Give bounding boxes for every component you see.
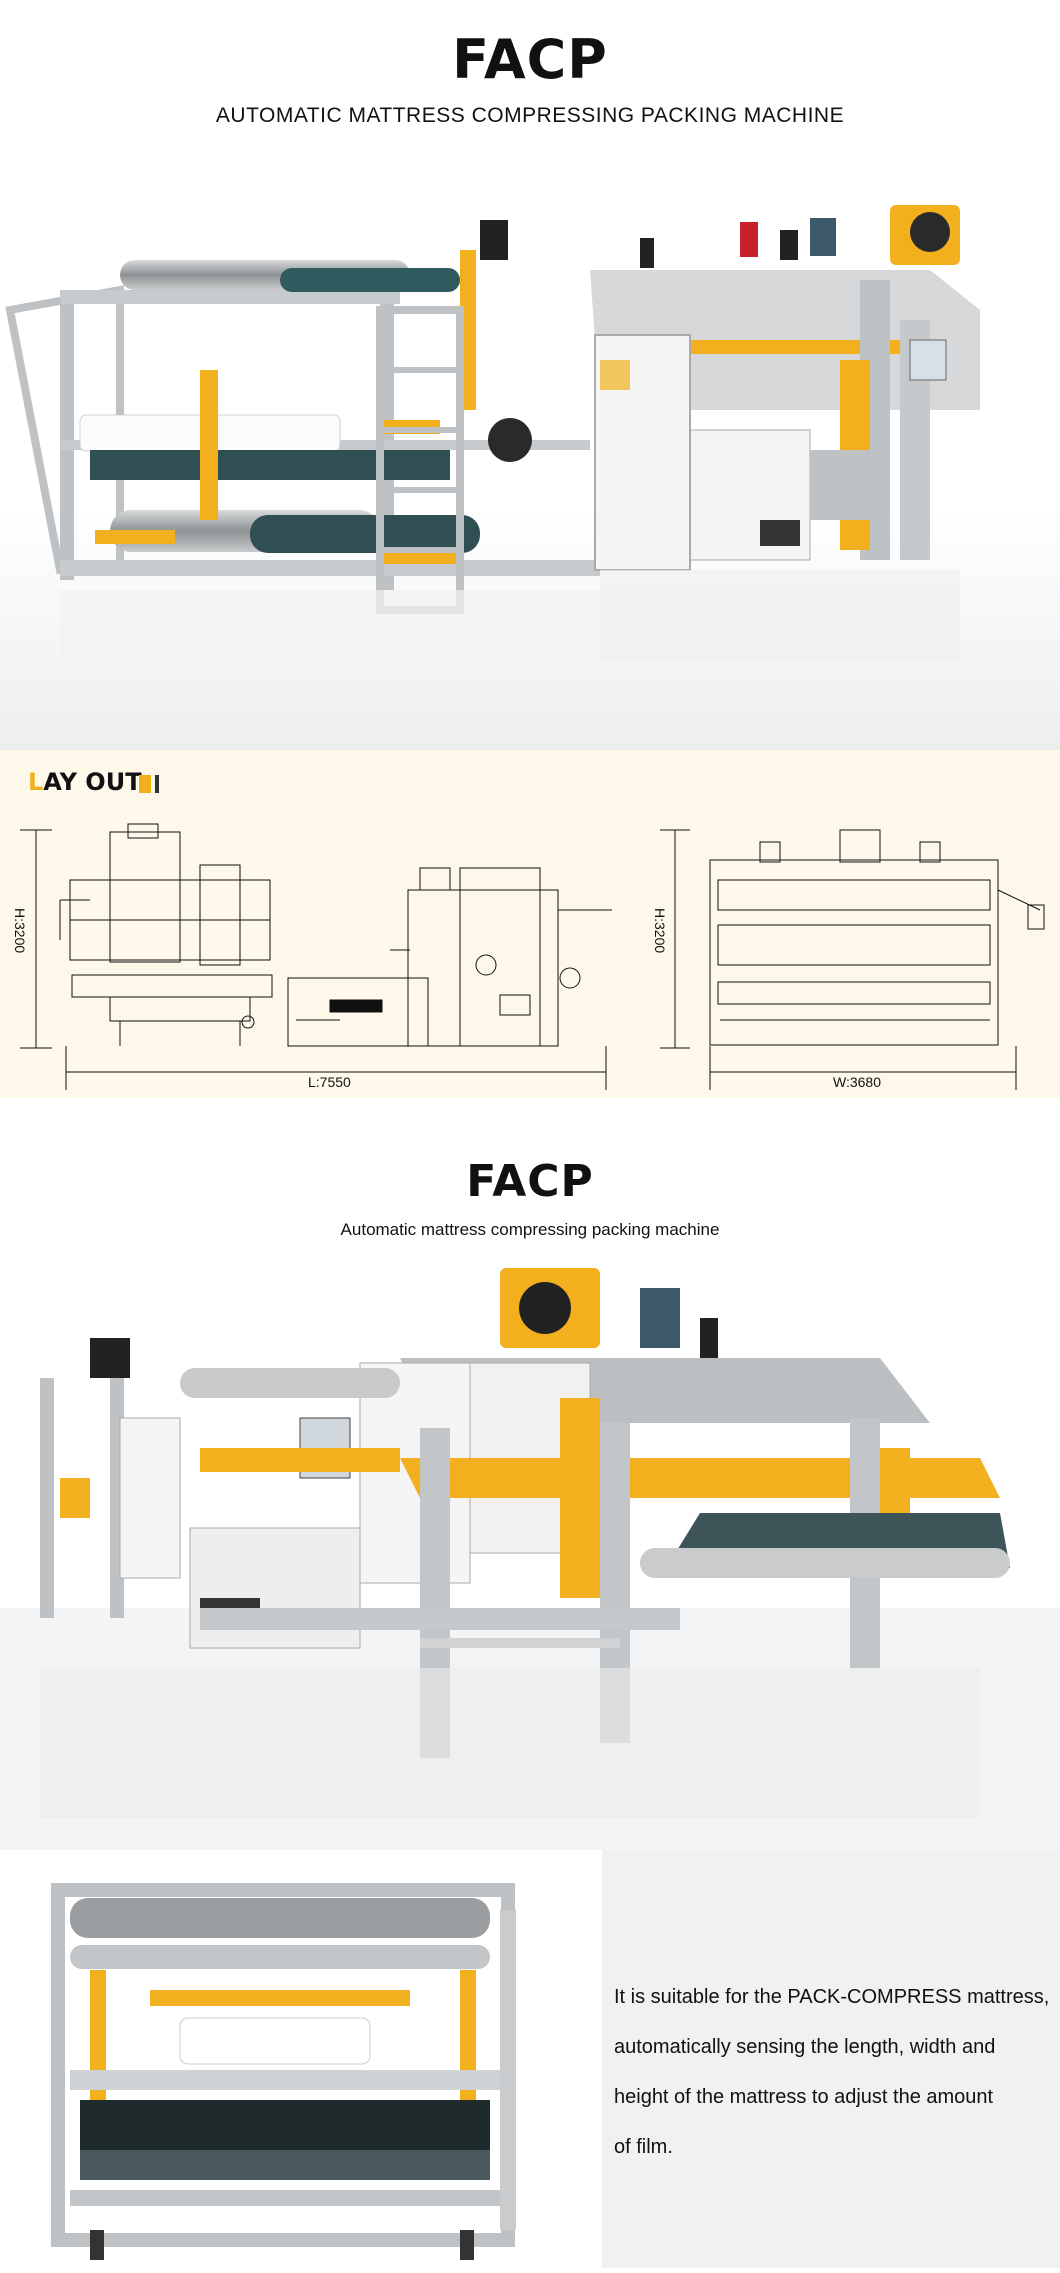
- layout-heading-rest: AY OUT: [43, 768, 142, 796]
- front-view-image: [0, 1850, 602, 2268]
- dimension-height-left: H:3200: [12, 908, 28, 954]
- product-subtitle: Automatic mattress compressing packing m…: [340, 1220, 720, 1239]
- description-line-1: It is suitable for the PACK-COMPRESS mat…: [614, 1986, 1050, 2008]
- product-section: FACP Automatic mattress compressing pack…: [0, 1098, 1060, 1850]
- machine-front-render: [51, 1883, 516, 2260]
- machine-render-main: [0, 205, 1060, 750]
- layout-heading-initial: L: [28, 768, 44, 796]
- page-subtitle: AUTOMATIC MATTRESS COMPRESSING PACKING M…: [215, 104, 845, 127]
- page-title: FACP: [452, 28, 608, 91]
- description-line-3: height of the mattress to adjust the amo…: [614, 2086, 994, 2108]
- description-panel: [602, 1850, 1060, 2268]
- layout-heading: LAY OUT: [28, 768, 142, 796]
- product-title: FACP: [466, 1156, 594, 1207]
- dimension-length: L:7550: [308, 1074, 351, 1090]
- machine-render-secondary: [0, 1268, 1060, 1850]
- description-line-2: automatically sensing the length, width …: [614, 2036, 996, 2058]
- description-line-4: of film.: [614, 2136, 673, 2158]
- layout-drawing: [20, 823, 1045, 1090]
- layout-bar-mark-icon: [139, 775, 159, 793]
- feature-section: It is suitable for the PACK-COMPRESS mat…: [0, 1850, 1060, 2268]
- dimension-width: W:3680: [833, 1074, 881, 1090]
- dimension-height-right: H:3200: [652, 908, 668, 954]
- hero-section: FACP AUTOMATIC MATTRESS COMPRESSING PACK…: [0, 0, 1060, 750]
- layout-section: LAY OUT H:3200 H:3200 L:7550 W:3680: [0, 750, 1060, 1098]
